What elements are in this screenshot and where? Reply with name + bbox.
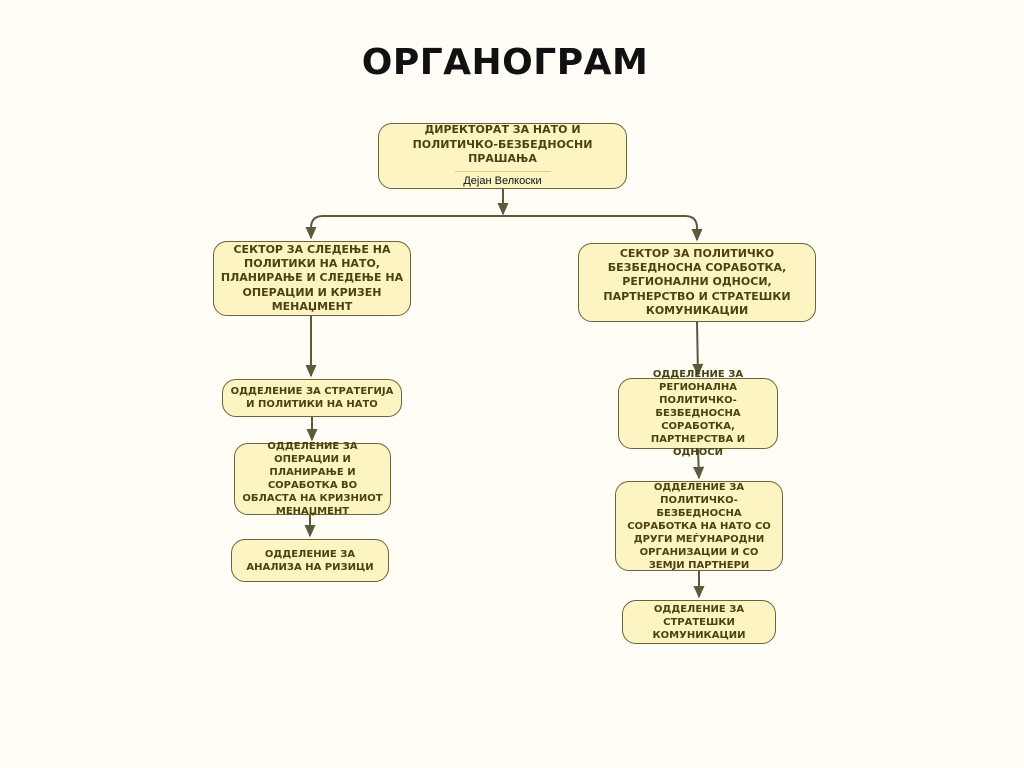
directorate-box[interactable]: ДИРЕКТОРАТ ЗА НАТО И ПОЛИТИЧКО-БЕЗБЕДНОС… bbox=[378, 123, 627, 189]
page-title: ОРГАНОГРАМ bbox=[361, 42, 649, 83]
divider bbox=[454, 171, 551, 173]
right-department-label-2: ОДДЕЛЕНИЕ ЗА ПОЛИТИЧКО-БЕЗБЕДНОСНА СОРАБ… bbox=[627, 481, 771, 571]
connector-right-2 bbox=[693, 448, 705, 480]
left-department-box-2[interactable]: ОДДЕЛЕНИЕ ЗА ОПЕРАЦИИ И ПЛАНИРАЊЕ И СОРА… bbox=[234, 441, 391, 517]
left-department-label-1: ОДДЕЛЕНИЕ ЗА СТРАТЕГИЈА И ПОЛИТИКИ НА НА… bbox=[230, 386, 394, 410]
right-department-box-2[interactable]: ОДДЕЛЕНИЕ ЗА ПОЛИТИЧКО-БЕЗБЕДНОСНА СОРАБ… bbox=[615, 481, 783, 571]
right-sector-label: СЕКТОР ЗА ПОЛИТИЧКО БЕЗБЕДНОСНА СОРАБОТК… bbox=[603, 246, 791, 317]
left-department-label-2: ОДДЕЛЕНИЕ ЗА ОПЕРАЦИИ И ПЛАНИРАЊЕ И СОРА… bbox=[242, 441, 383, 517]
left-sector-label: СЕКТОР ЗА СЛЕДЕЊЕ НА ПОЛИТИКИ НА НАТО, П… bbox=[220, 242, 404, 313]
right-department-box-3[interactable]: ОДДЕЛЕНИЕ ЗА СТРАТЕШКИ КОМУНИКАЦИИ bbox=[622, 600, 776, 644]
connector-split-left bbox=[305, 215, 503, 240]
connector-right-1 bbox=[692, 321, 704, 377]
right-department-box-1[interactable]: ОДДЕЛЕНИЕ ЗА РЕГИОНАЛНА ПОЛИТИЧКО-БЕЗБЕД… bbox=[618, 369, 778, 458]
left-department-box-3[interactable]: ОДДЕЛЕНИЕ ЗА АНАЛИЗА НА РИЗИЦИ bbox=[231, 539, 389, 582]
right-department-label-1: ОДДЕЛЕНИЕ ЗА РЕГИОНАЛНА ПОЛИТИЧКО-БЕЗБЕД… bbox=[650, 369, 746, 458]
right-sector-box[interactable]: СЕКТОР ЗА ПОЛИТИЧКО БЕЗБЕДНОСНА СОРАБОТК… bbox=[578, 243, 816, 322]
right-department-label-3: ОДДЕЛЕНИЕ ЗА СТРАТЕШКИ КОМУНИКАЦИИ bbox=[652, 603, 746, 641]
directorate-name: ДИРЕКТОРАТ ЗА НАТО И ПОЛИТИЧКО-БЕЗБЕДНОС… bbox=[412, 123, 593, 165]
left-department-label-3: ОДДЕЛЕНИЕ ЗА АНАЛИЗА НА РИЗИЦИ bbox=[246, 548, 374, 573]
directorate-head: Дејан Велкоски bbox=[463, 175, 542, 188]
left-department-box-1[interactable]: ОДДЕЛЕНИЕ ЗА СТРАТЕГИЈА И ПОЛИТИКИ НА НА… bbox=[222, 379, 402, 417]
connector-split-right bbox=[503, 215, 703, 242]
left-sector-box[interactable]: СЕКТОР ЗА СЛЕДЕЊЕ НА ПОЛИТИКИ НА НАТО, П… bbox=[213, 241, 411, 316]
